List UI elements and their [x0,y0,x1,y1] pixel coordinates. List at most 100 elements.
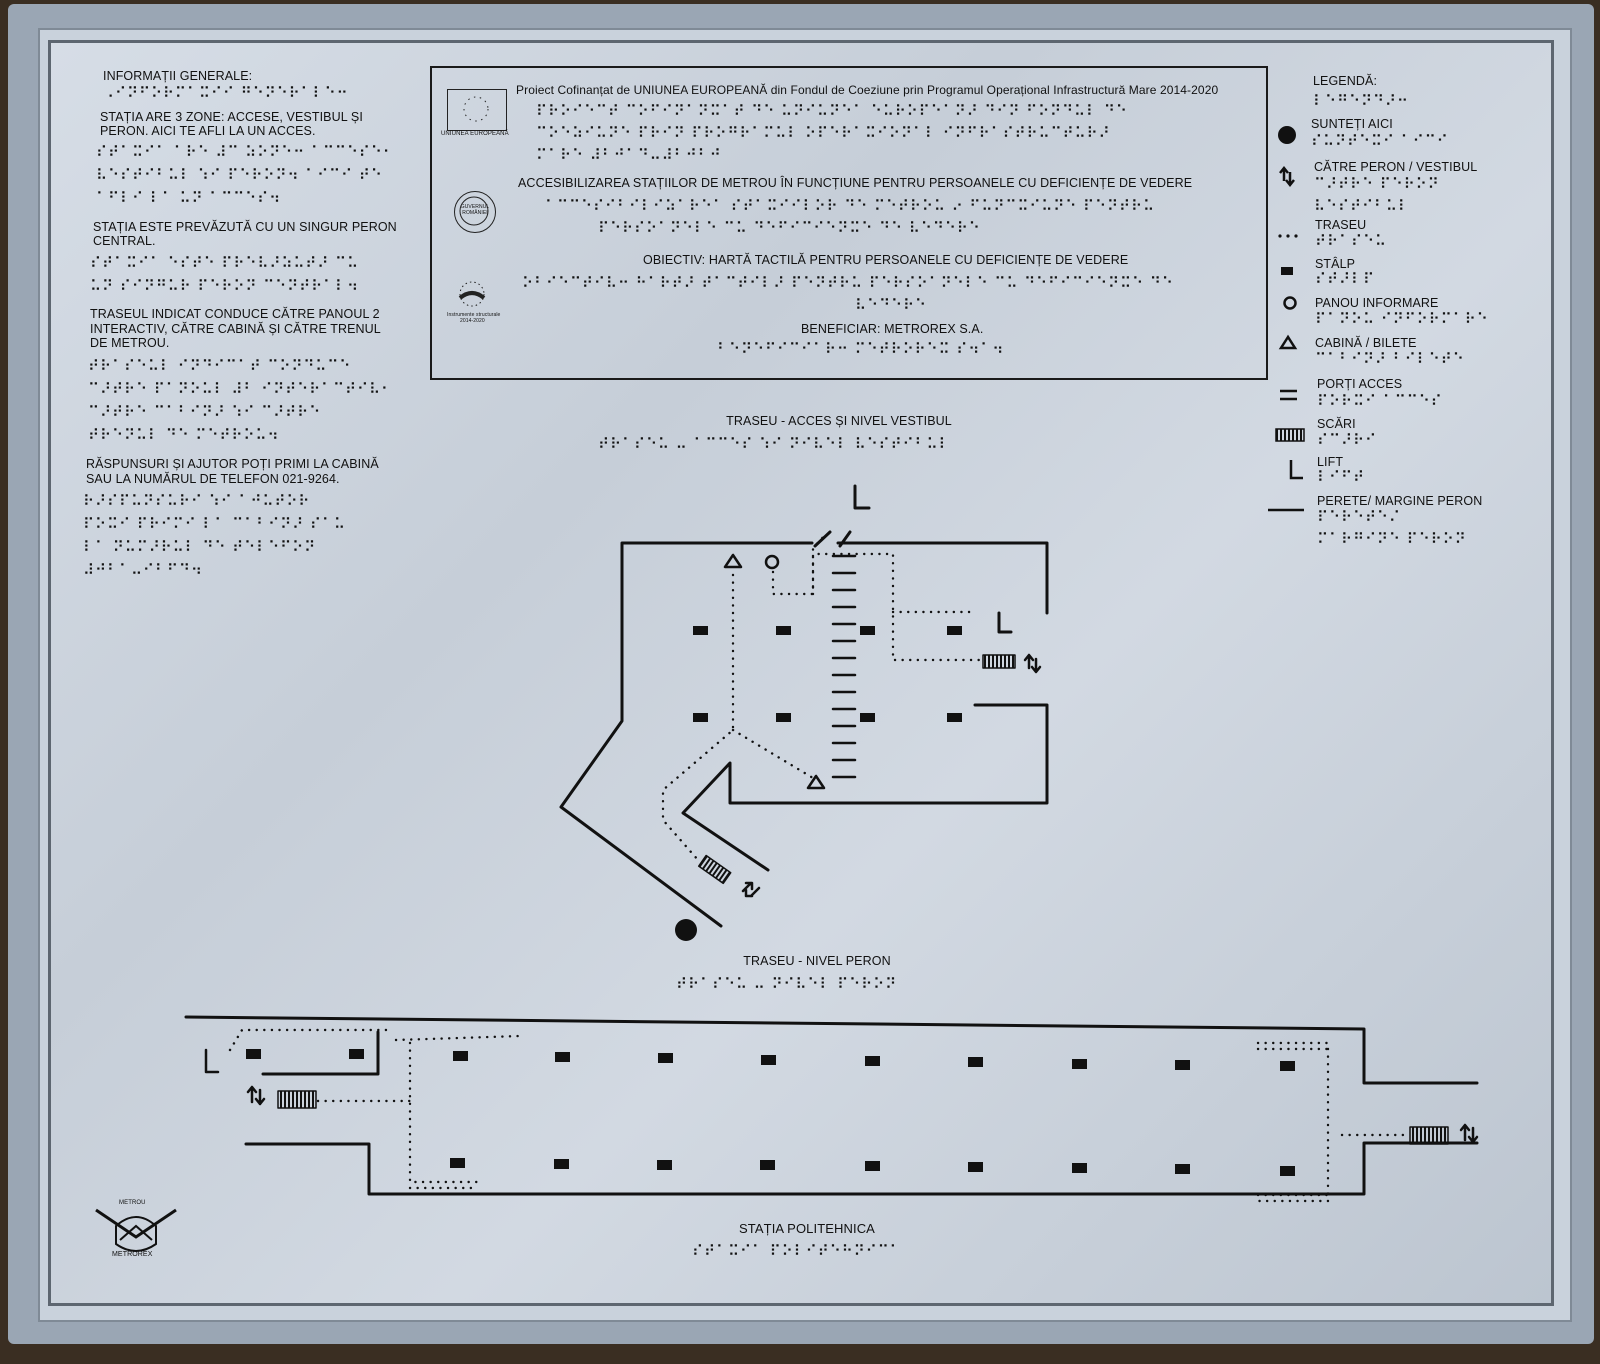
legend-label: CĂTRE PERON / VESTIBUL [1314,160,1478,174]
info-panel-icon [1283,296,1297,310]
braille-text: ⠏⠁⠝⠕⠥ ⠊⠝⠋⠕⠗⠍⠁⠗⠑ [1315,310,1489,328]
pillar-icon [1281,267,1293,275]
braille-text: ⠇⠁ ⠝⠥⠍⠜⠗⠥⠇ ⠙⠑ ⠞⠑⠇⠑⠋⠕⠝ [83,538,317,556]
info-panel-icon [764,554,780,570]
vestibule-wall [836,541,1049,615]
braille-text: ⠇⠊⠋⠞ [1317,468,1365,486]
you-are-here-icon [1278,126,1296,144]
eu-label: UNIUNEA EUROPEANĂ [441,131,509,137]
project-info-box [430,66,1268,380]
station-name: STAȚIA POLITEHNICA [739,1221,875,1236]
legend-label: CABINĂ / BILETE [1315,336,1417,350]
eu-flag-icon [463,96,489,122]
braille-text: ⠞⠗⠁⠎⠑⠥⠇ ⠊⠝⠙⠊⠉⠁⠞ ⠉⠕⠝⠙⠥⠉⠑ [88,357,352,375]
eu-flag-icon [447,89,507,131]
government-seal-icon [454,191,496,233]
vestibule-map [559,484,1049,928]
vestibule-route-title: TRASEU - ACCES ȘI NIVEL VESTIBUL [726,414,952,428]
braille-text: ⠞⠗⠁⠎⠑⠥ ⠤ ⠝⠊⠧⠑⠇ ⠏⠑⠗⠕⠝ [676,975,898,993]
vestibule-wall [559,541,814,928]
general-info-line: CENTRAL. [93,234,156,248]
braille-text: ⠁⠉⠉⠑⠎⠊⠃⠊⠇⠊⠵⠁⠗⠑⠁ ⠎⠞⠁⠭⠊⠊⠇⠕⠗ ⠙⠑ ⠍⠑⠞⠗⠕⠥ ⠔ ⠋⠥… [545,197,1155,215]
braille-text: ⠧⠑⠎⠞⠊⠃⠥⠇ ⠱⠊ ⠏⠑⠗⠕⠝⠲ ⠁⠊⠉⠊ ⠞⠑ [96,166,383,184]
general-info-line: TRASEUL INDICAT CONDUCE CĂTRE PANOUL 2 [90,307,380,321]
stairs-icon [982,654,1016,669]
braille-text: ⠇⠑⠛⠑⠝⠙⠜⠒ [1313,92,1409,110]
general-info-line: STAȚIA ARE 3 ZONE: ACCESE, VESTIBUL ȘI [100,110,363,124]
lift-icon [997,611,1013,634]
legend-label: SUNTEȚI AICI [1311,117,1393,131]
braille-text: ⠧⠑⠙⠑⠗⠑ [855,296,927,314]
stairs-icon [1275,428,1305,442]
braille-text: ⠏⠕⠭⠊ ⠏⠗⠊⠍⠊ ⠇⠁ ⠉⠁⠃⠊⠝⠜ ⠎⠁⠥ [83,515,346,533]
braille-text: ⠁⠋⠇⠊ ⠇⠁ ⠥⠝ ⠁⠉⠉⠑⠎⠲ [96,189,282,207]
braille-text: ⠉⠜⠞⠗⠑ ⠉⠁⠃⠊⠝⠜ ⠱⠊ ⠉⠜⠞⠗⠑ [88,403,322,421]
braille-text: ⠎⠥⠝⠞⠑⠭⠊ ⠁⠊⠉⠊ [1311,132,1449,150]
general-info-line: STAȚIA ESTE PREVĂZUTĂ CU UN SINGUR PERON [93,220,397,234]
project-objective: OBIECTIV: HARTĂ TACTILĂ PENTRU PERSOANEL… [643,253,1129,267]
stairs-icon [697,854,732,885]
braille-text: ⠍⠁⠗⠑ ⠼⠃⠚⠁⠙⠤⠼⠃⠚⠃⠚ [536,146,722,164]
project-title: Proiect Cofinanțat de UNIUNEA EUROPEANĂ … [516,83,1219,97]
stairs-icon [277,1090,317,1109]
braille-text: ⠞⠗⠑⠝⠥⠇ ⠙⠑ ⠍⠑⠞⠗⠕⠥⠲ [88,426,280,444]
braille-text: ⠎⠉⠜⠗⠊ [1317,431,1377,449]
route-dots-icon [1278,234,1298,238]
braille-text: ⠎⠞⠁⠭⠊⠁ ⠁⠗⠑ ⠼⠉ ⠵⠕⠝⠑⠒ ⠁⠉⠉⠑⠎⠑⠂ [96,143,395,161]
gov-label: GUVERNUL ROMÂNIEI [460,204,490,216]
braille-text: ⠏⠑⠗⠑⠞⠑⠌ [1317,508,1401,526]
general-info-line: RĂSPUNSURI ȘI AJUTOR POȚI PRIMI LA CABIN… [86,457,379,471]
project-accesibilizare: ACCESIBILIZAREA STAȚIILOR DE METROU ÎN F… [518,176,1193,190]
legend-label: PERETE/ MARGINE PERON [1317,494,1483,508]
logo-label: METROREX [112,1251,153,1258]
direction-arrows-icon [1459,1123,1479,1144]
braille-text: ⠉⠜⠞⠗⠑ ⠏⠁⠝⠕⠥⠇ ⠼⠃ ⠊⠝⠞⠑⠗⠁⠉⠞⠊⠧⠂ [88,380,393,398]
lift-icon [853,484,871,510]
ticket-cabin-icon [806,774,826,790]
legend-label: STÂLP [1315,257,1356,271]
lift-icon [204,1048,220,1074]
legend-label: SCĂRI [1317,417,1356,431]
you-are-here-icon [675,919,697,941]
braille-text: ⠗⠜⠎⠏⠥⠝⠎⠥⠗⠊ ⠱⠊ ⠁⠚⠥⠞⠕⠗ [83,492,311,510]
general-info-heading: INFORMAȚII GENERALE: [103,69,253,83]
braille-text: ⠃⠑⠝⠑⠋⠊⠉⠊⠁⠗⠒ ⠍⠑⠞⠗⠕⠗⠑⠭ ⠎⠲⠁⠲ [717,340,1005,358]
braille-text: ⠎⠞⠁⠭⠊⠁ ⠑⠎⠞⠑ ⠏⠗⠑⠧⠜⠵⠥⠞⠜ ⠉⠥ [90,254,360,272]
ticket-cabin-icon [1278,334,1298,350]
lift-icon [1289,460,1303,480]
vestibule-pillars [693,626,962,722]
braille-text: ⠎⠞⠁⠭⠊⠁ ⠏⠕⠇⠊⠞⠑⠓⠝⠊⠉⠁ [692,1242,902,1260]
direction-arrows-icon [1279,165,1295,188]
direction-arrows-icon [741,881,761,898]
braille-text: ⠠⠊⠝⠋⠕⠗⠍⠁⠭⠊⠊ ⠛⠑⠝⠑⠗⠁⠇⠑⠒ [103,84,349,102]
vestibule-wall [681,703,1049,872]
general-info-line: INTERACTIV, CĂTRE CABINĂ ȘI CĂTRE TRENUL [90,322,381,336]
legend-label: PANOU INFORMARE [1315,296,1439,310]
general-info-line: DE METROU. [90,336,170,350]
legend-label: TRASEU [1315,218,1367,232]
braille-text: ⠞⠗⠁⠎⠑⠥ [1315,232,1387,250]
stairs-icon [1409,1126,1449,1145]
braille-text: ⠧⠑⠎⠞⠊⠃⠥⠇ [1314,197,1410,215]
logo-label: METROU [119,1200,146,1206]
vestibule-route [661,533,985,862]
government-seal-icon [459,196,489,226]
platform-route-title: TRASEU - NIVEL PERON [743,954,891,968]
instr-label: Instrumente structurale [447,312,501,318]
vestibule-wall [838,530,852,548]
braille-text: ⠏⠕⠗⠭⠊ ⠁⠉⠉⠑⠎ [1317,392,1443,410]
project-beneficiary: BENEFICIAR: METROREX S.A. [801,322,984,336]
general-info-line: PERON. AICI TE AFLI LA UN ACCES. [100,124,316,138]
legend-label: PORȚI ACCES [1317,377,1403,391]
legend-label: LIFT [1317,455,1344,469]
access-gates-icon [1280,389,1297,401]
general-info-line: SAU LA NUMĂRUL DE TELEFON 021-9264. [86,472,340,486]
braille-text: ⠏⠗⠕⠊⠑⠉⠞ ⠉⠕⠋⠊⠝⠁⠝⠭⠁⠞ ⠙⠑ ⠥⠝⠊⠥⠝⠑⠁ ⠑⠥⠗⠕⠏⠑⠁⠝⠜ … [536,102,1128,120]
direction-arrows-icon [246,1085,266,1106]
braille-text: ⠎⠞⠜⠇⠏ [1315,270,1375,288]
ticket-cabin-icon [723,553,743,569]
platform-map [184,1015,1479,1196]
platform-pillars [246,1049,1295,1176]
braille-text: ⠍⠁⠗⠛⠊⠝⠑ ⠏⠑⠗⠕⠝ [1317,530,1467,548]
metrorex-logo [95,1208,177,1252]
